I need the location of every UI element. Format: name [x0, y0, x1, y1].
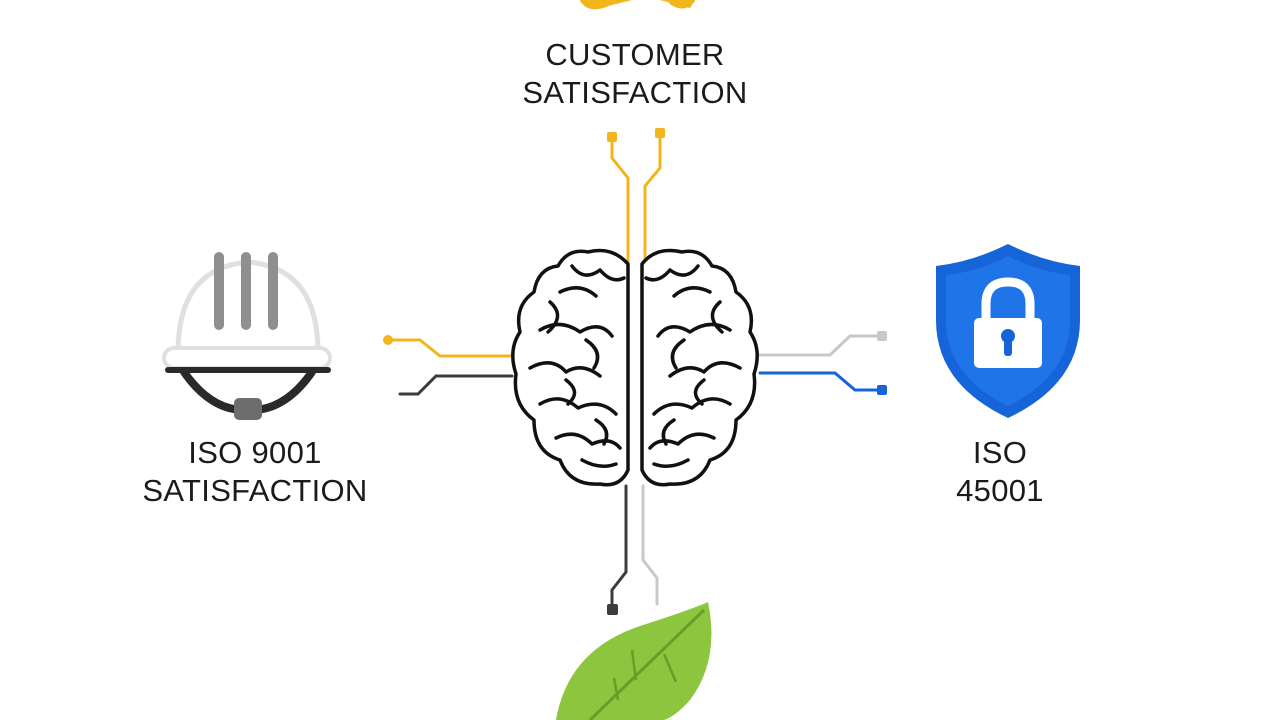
- leaf-icon: [556, 602, 712, 720]
- customer-satisfaction-line2: SATISFACTION: [522, 75, 748, 110]
- brain-icon: [511, 248, 759, 487]
- hard-hat-icon: [162, 252, 332, 420]
- iso-9001-line2: SATISFACTION: [142, 473, 368, 508]
- iso-45001-line1: ISO: [972, 435, 1028, 470]
- iso-45001-label: ISO 45001: [900, 434, 1100, 510]
- iso-9001-label: ISO 9001 SATISFACTION: [120, 434, 390, 510]
- shield-lock-icon: [936, 244, 1080, 418]
- bottom-connector-lines: [607, 484, 659, 615]
- iso-45001-line2: 45001: [956, 473, 1044, 508]
- customer-satisfaction-label: CUSTOMER SATISFACTION: [480, 36, 790, 112]
- customer-satisfaction-line1: CUSTOMER: [545, 37, 725, 72]
- ribbon-icon: [580, 0, 695, 10]
- iso-9001-line1: ISO 9001: [188, 435, 322, 470]
- top-connector-lines: [607, 128, 665, 264]
- left-connector-lines: [383, 335, 514, 396]
- right-connector-lines: [758, 331, 887, 395]
